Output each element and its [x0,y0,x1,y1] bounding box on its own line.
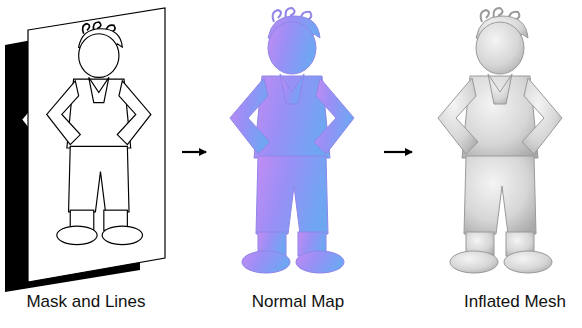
panel: Normal Map [212,0,374,322]
line-drawing [47,22,151,245]
panel-caption: Inflated Mesh [464,292,566,312]
panel-caption: Normal Map [252,292,345,312]
flow-arrow [182,151,206,153]
inflated-mesh-figure [438,8,562,273]
line-sheet [28,8,165,282]
flow-arrow [384,151,412,153]
panel: Mask and Lines [0,0,172,322]
panel: Inflated Mesh [418,0,582,322]
panel-caption: Mask and Lines [26,292,145,312]
normal-map-figure [230,8,354,273]
